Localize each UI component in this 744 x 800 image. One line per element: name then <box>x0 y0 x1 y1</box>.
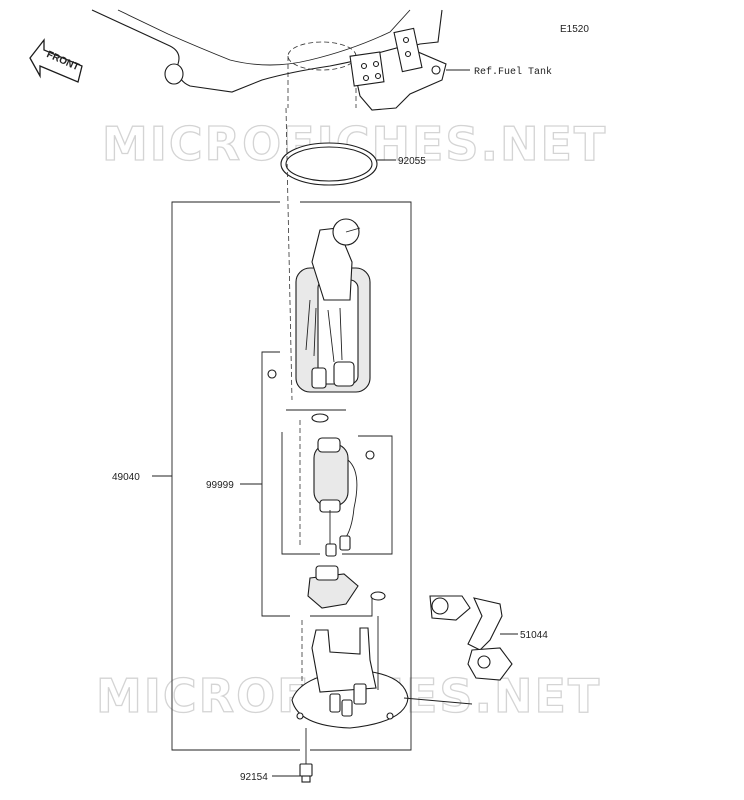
fuel-pump <box>311 413 375 557</box>
tank-bracket <box>349 27 470 111</box>
label-92055: 92055 <box>398 156 426 167</box>
front-arrow-icon: FRONT <box>29 38 83 83</box>
bracket-49040 <box>152 201 412 751</box>
label-ref-fuel-tank: Ref.Fuel Tank <box>474 66 552 78</box>
label-99999: 99999 <box>206 480 234 491</box>
assembly-axis <box>285 107 303 700</box>
diagram-id: E1520 <box>560 24 589 35</box>
pump-filter <box>307 565 386 609</box>
label-51044: 51044 <box>520 630 548 641</box>
bolt-92154 <box>272 728 313 783</box>
pump-housing <box>295 218 371 393</box>
label-49040: 49040 <box>112 472 140 483</box>
o-ring-92055 <box>280 142 396 186</box>
bracket-99999 <box>240 351 393 617</box>
pump-flange <box>291 616 409 729</box>
label-92154: 92154 <box>240 772 268 783</box>
hose-51044 <box>403 595 518 705</box>
